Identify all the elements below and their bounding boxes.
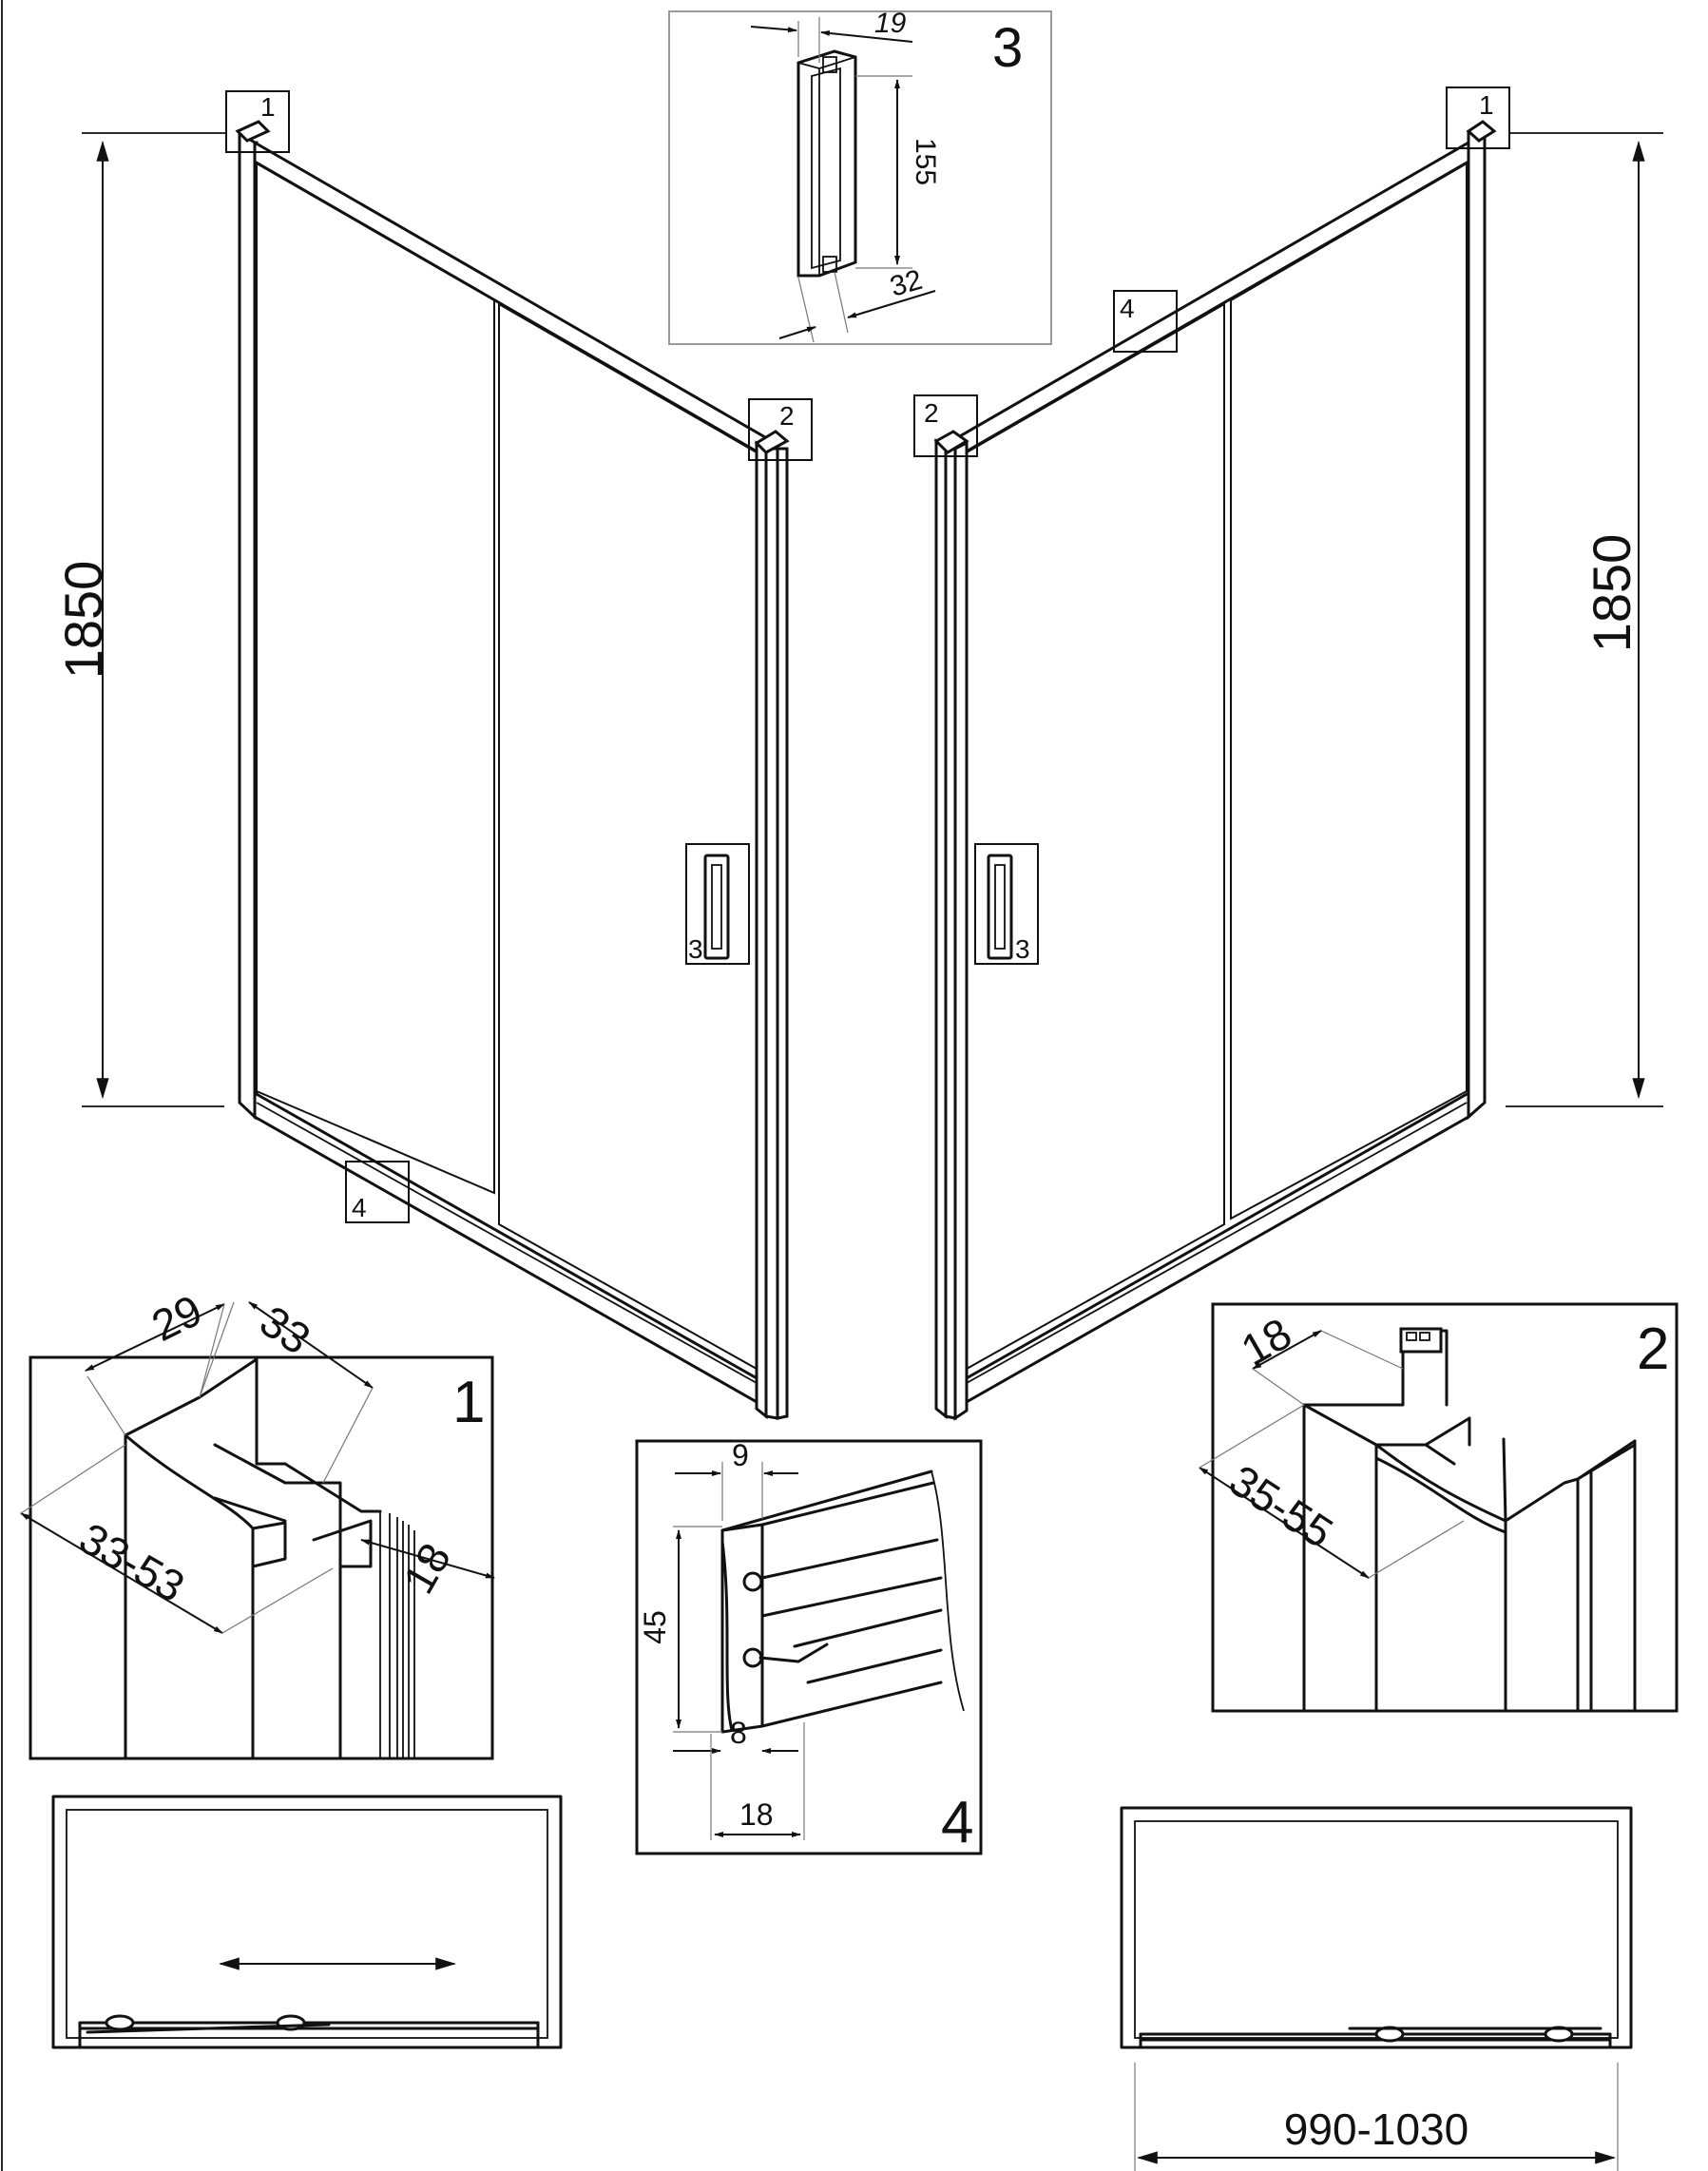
- detail-4-frame: [635, 1439, 983, 1855]
- callout-label: 3: [1015, 934, 1030, 964]
- handle-body: [796, 49, 857, 278]
- callout-label: 1: [260, 92, 276, 122]
- left-door-handle: [703, 854, 730, 960]
- callout-label: 2: [779, 401, 795, 431]
- right-wall-post: [1467, 131, 1487, 1121]
- detail-2-number: 2: [1637, 1316, 1669, 1382]
- callout-label: 4: [1120, 294, 1135, 323]
- detail-4-number: 4: [941, 1790, 973, 1855]
- callout-4-left: 4: [345, 1161, 410, 1223]
- detail-3-number: 3: [992, 17, 1023, 79]
- height-label-left: 1850: [53, 561, 113, 680]
- left-top-cap: [235, 120, 271, 143]
- callout-2-right: 2: [913, 394, 978, 457]
- d4-18-label: 18: [739, 1797, 774, 1832]
- d4-9-label: 9: [732, 1438, 749, 1472]
- detail-2-corner-profile: 2 18 35-55: [1199, 1302, 1679, 1713]
- d4-8-label: 8: [730, 1716, 747, 1750]
- handle-height-label: 155: [910, 138, 941, 185]
- left-wall-post: [238, 130, 257, 1121]
- right-fixed-glass: [1230, 162, 1468, 1220]
- callout-label: 2: [924, 398, 939, 428]
- right-corner-cap: [933, 430, 969, 454]
- left-fixed-glass: [256, 162, 495, 1195]
- roller-right: [1374, 2026, 1574, 2043]
- left-enclosure: [235, 120, 790, 1420]
- callout-1-left: 1: [225, 90, 290, 153]
- left-sliding-glass: [498, 302, 758, 1371]
- right-enclosure: [933, 120, 1497, 1421]
- detail-3-handle: 3 19 155 32: [668, 8, 1052, 345]
- detail-3-frame: [668, 10, 1052, 345]
- callout-3-right: 3: [974, 843, 1039, 965]
- plan-view-left: [51, 1795, 563, 2049]
- callout-4-right: 4: [1113, 290, 1178, 353]
- callout-3-left: 3: [685, 843, 750, 965]
- height-dimension-right: 1850: [1506, 132, 1663, 1107]
- callout-2-left: 2: [748, 398, 813, 461]
- right-sliding-glass: [966, 302, 1225, 1371]
- height-label-right: 1850: [1582, 534, 1641, 653]
- detail-1-number: 1: [452, 1370, 485, 1435]
- callout-label: 3: [688, 934, 703, 964]
- d1-33-label: 33: [251, 1296, 319, 1364]
- right-door-handle: [987, 854, 1013, 960]
- plan-outer: [1120, 1806, 1633, 2049]
- detail-4-bottom-profile: 4 9 45 8 18: [635, 1438, 983, 1855]
- right-top-cap: [1466, 120, 1497, 143]
- left-corner-cap: [754, 430, 790, 454]
- callout-label: 4: [352, 1193, 367, 1222]
- plan-outer: [51, 1795, 563, 2049]
- handle-width-label: 19: [874, 8, 907, 39]
- plan-view-right: 990-1030: [1120, 1806, 1633, 2171]
- detail-1-top-profile: 1 29 33 33-: [20, 1285, 495, 1760]
- callout-1-right: 1: [1446, 86, 1510, 149]
- width-range-label: 990-1030: [1284, 2104, 1468, 2154]
- d4-45-label: 45: [638, 1610, 672, 1644]
- d1-29-label: 29: [144, 1285, 210, 1351]
- height-dimension-left: 1850: [53, 132, 226, 1107]
- callout-label: 1: [1479, 90, 1494, 120]
